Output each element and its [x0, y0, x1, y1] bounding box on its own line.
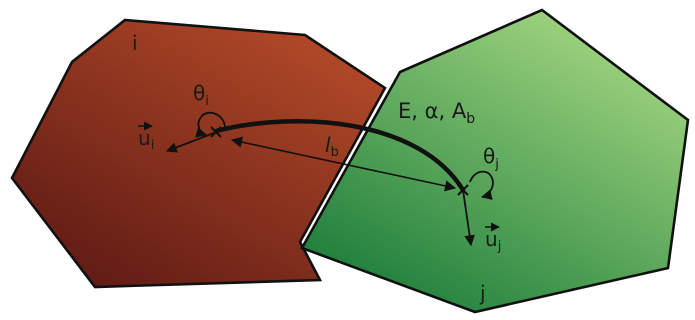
rotation-i-label: θi: [193, 81, 209, 109]
element-i-polygon: [10, 18, 387, 289]
bond-length-arrow: [230, 136, 457, 192]
bond-parameters-label: E, α, Ab: [398, 99, 475, 127]
svg-text:ui: ui: [138, 126, 154, 153]
rotation-j-icon: [469, 170, 494, 200]
node-i-cross-icon: [210, 126, 222, 138]
displacement-j-arrow: [462, 189, 475, 247]
displacement-i-label: ui: [138, 121, 154, 153]
bond-length-label: lb: [325, 133, 339, 160]
svg-text:uj: uj: [485, 227, 501, 254]
element-j-polygon: [300, 8, 690, 314]
displacement-j-label: uj: [485, 222, 501, 254]
rotation-j-label: θj: [483, 144, 499, 172]
element-i-label: i: [132, 31, 138, 55]
rotation-i-icon: [195, 111, 226, 138]
element-j-label: j: [479, 281, 486, 305]
